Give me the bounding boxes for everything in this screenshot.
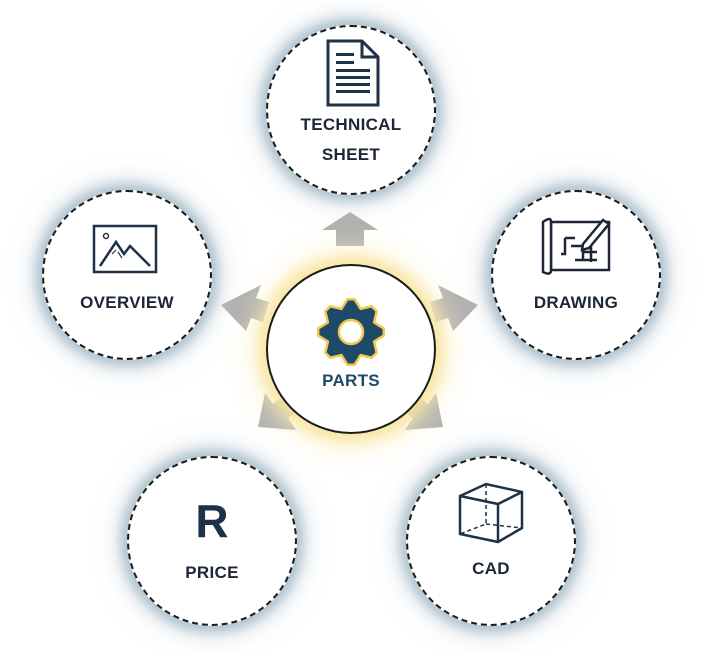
gear-icon — [316, 297, 386, 367]
node-technical-sheet[interactable]: TECHNICAL SHEET — [266, 25, 436, 195]
node-parts-center[interactable]: PARTS — [266, 264, 436, 434]
label-overview: OVERVIEW — [80, 293, 174, 312]
label-technical-sheet-line1: TECHNICAL — [300, 115, 402, 134]
label-cad: CAD — [472, 559, 510, 578]
arrow-to-technical-sheet — [322, 212, 378, 246]
label-technical-sheet-line2: SHEET — [321, 145, 381, 164]
arrow-to-drawing — [430, 285, 478, 331]
node-overview[interactable]: OVERVIEW — [42, 190, 212, 360]
arrow-to-overview — [221, 285, 269, 331]
label-price: PRICE — [185, 563, 239, 582]
image-icon — [92, 224, 158, 274]
node-drawing[interactable]: DRAWING — [491, 190, 661, 360]
node-price[interactable]: R PRICE — [127, 456, 297, 626]
label-parts: PARTS — [322, 371, 380, 390]
gear-shape — [316, 297, 386, 367]
node-cad[interactable]: CAD — [406, 456, 576, 626]
document-icon — [326, 39, 380, 107]
rand-symbol-icon: R — [195, 495, 229, 547]
label-drawing: DRAWING — [533, 293, 619, 312]
blueprint-icon — [541, 217, 611, 275]
gear-hole — [337, 318, 365, 346]
cube-icon — [458, 482, 524, 544]
